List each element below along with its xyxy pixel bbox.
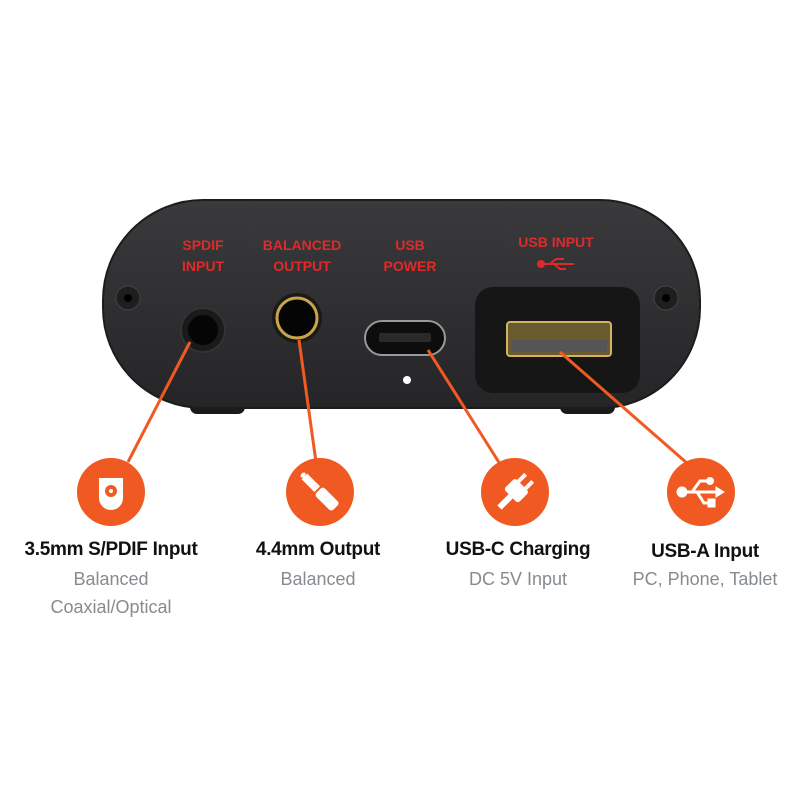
screw-icon — [115, 285, 141, 311]
screw-icon — [653, 285, 679, 311]
usb-icon — [667, 458, 735, 526]
audio-jack-icon — [286, 458, 354, 526]
callout-subtitle: PC, Phone, Tablet — [632, 569, 778, 589]
callout-subtitle: Balanced — [73, 569, 149, 589]
callout-title: USB-C Charging — [445, 539, 591, 560]
power-plug-icon — [481, 458, 549, 526]
callout-balanced-output: 4.4mm Output Balanced — [198, 539, 438, 593]
callout-spdif: 3.5mm S/PDIF Input Balanced Coaxial/Opti… — [0, 539, 231, 621]
callout-lines — [126, 339, 689, 466]
spdif-jack — [180, 307, 226, 353]
usb-input-label: USB INPUT — [518, 234, 594, 250]
usb-c-port — [364, 320, 446, 356]
usb-a-port — [475, 287, 640, 393]
usb-symbol-icon — [537, 258, 574, 270]
coaxial-optical-icon — [77, 458, 145, 526]
callout-usb-a: USB-A Input PC, Phone, Tablet — [585, 541, 800, 593]
callout-subtitle: Balanced — [280, 569, 356, 589]
callout-subtitle: DC 5V Input — [468, 569, 568, 589]
callout-subtitle: Coaxial/Optical — [50, 597, 172, 617]
balanced-jack — [272, 293, 322, 343]
led-indicator — [403, 376, 411, 384]
callout-title: 3.5mm S/PDIF Input — [24, 539, 198, 560]
callout-title: USB-A Input — [651, 541, 759, 562]
callout-title: 4.4mm Output — [255, 539, 381, 560]
callout-usb-c: USB-C Charging DC 5V Input — [398, 539, 638, 593]
